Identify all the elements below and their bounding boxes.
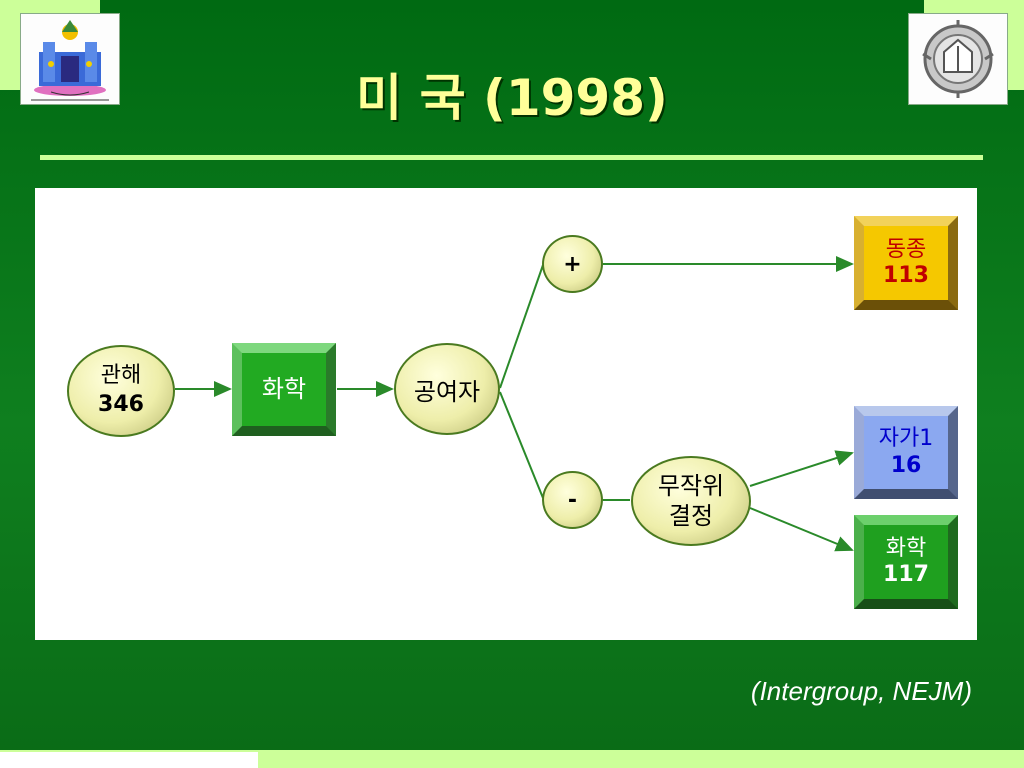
source-label: 관해 [100,363,142,389]
outcome-auto-count: 16 [890,452,922,478]
treatment-label: 화학 [261,375,307,404]
line-donor-to-minus [499,391,544,499]
arrow-random-to-chemo [749,507,854,552]
line-donor-to-plus [499,264,544,389]
arrow-random-to-auto [749,450,854,487]
source-node: 관해 346 [67,345,175,437]
left-logo [20,13,120,105]
outcome-auto-node: 자가1 16 [854,406,958,499]
treatment-node: 화학 [232,343,336,436]
diagram-panel: 관해 346 화학 공여자 + - 무작위 결정 동종 113 자가1 16 화… [35,188,977,640]
source-count: 346 [98,392,144,417]
outcome-chemo-label: 화학 [885,535,927,561]
random-label-line2: 결정 [668,502,714,530]
plus-label: + [563,251,582,277]
outcome-chemo-count: 117 [883,562,929,587]
outcome-allo-node: 동종 113 [854,216,958,310]
outcome-allo-label: 동종 [885,236,927,262]
outcome-allo-count: 113 [883,263,929,288]
donor-label: 공여자 [413,377,481,406]
minus-node: - [542,471,603,529]
right-logo [908,13,1008,105]
connector-lines [175,256,854,552]
outcome-auto-label: 자가1 [878,426,934,452]
emblem-logo-icon [922,20,994,98]
castle-logo-icon [31,20,109,101]
outcome-chemo-node: 화학 117 [854,515,958,609]
bottom-left-white-strip [0,752,258,768]
plus-node: + [542,235,603,293]
donor-node: 공여자 [394,343,500,435]
slide-title: 미 국 (1998) [356,69,668,127]
random-label-line1: 무작위 [657,472,725,500]
random-node: 무작위 결정 [631,456,751,546]
title-divider [40,155,983,160]
minus-label: - [567,487,578,513]
citation: (Intergroup, NEJM) [750,676,972,706]
